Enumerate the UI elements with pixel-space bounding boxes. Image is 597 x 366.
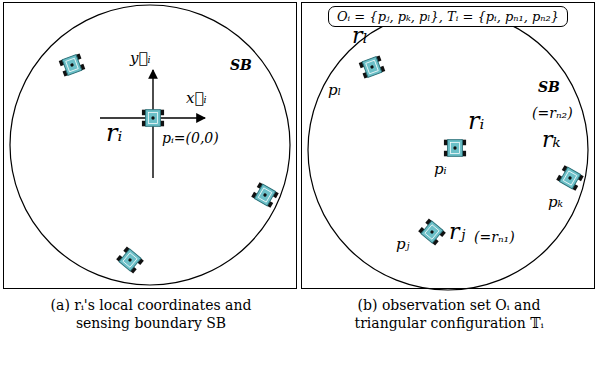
robot	[444, 140, 466, 157]
boundary-label: SB	[230, 58, 252, 73]
robot-label: rₗ	[352, 24, 368, 48]
position-label: pᵢ	[434, 161, 447, 178]
position-label: pₗ	[328, 82, 341, 99]
sensing-boundary	[10, 5, 290, 285]
robot-label: rₖ	[542, 128, 561, 152]
robot	[359, 55, 386, 78]
formula-text: Oᵢ = {pⱼ, pₖ, pₗ}, Tᵢ = {pᵢ, pₙ₁, pₙ₂}	[337, 9, 559, 24]
sensing-boundary	[308, 10, 588, 290]
boundary-label: SB	[538, 80, 560, 95]
robot-label: rᵢ	[106, 120, 122, 146]
robot-label: rⱼ	[449, 220, 465, 244]
position-label: pⱼ	[396, 236, 410, 253]
axis-label: x⃗ᵢ	[186, 90, 206, 107]
robot	[418, 219, 446, 246]
robot	[59, 53, 86, 76]
panel-caption: (b) observation set Oᵢ and triangular co…	[322, 296, 576, 332]
axis-label: y⃗ᵢ	[130, 50, 151, 67]
robot-label: rᵢ	[468, 108, 484, 134]
robot	[116, 247, 144, 274]
alias-label: (=rₙ₁)	[474, 230, 515, 245]
position-label: pₖ	[548, 194, 563, 211]
position-label: pᵢ=(0,0)	[162, 131, 219, 146]
robot	[142, 110, 164, 127]
robot	[251, 182, 278, 207]
alias-label: (=rₙ₂)	[532, 106, 573, 121]
robot	[556, 165, 583, 190]
panel-caption: (a) rᵢ's local coordinates and sensing b…	[24, 296, 278, 332]
panel-frame: (a) rᵢ's local coordinates and sensing b…	[3, 2, 297, 289]
